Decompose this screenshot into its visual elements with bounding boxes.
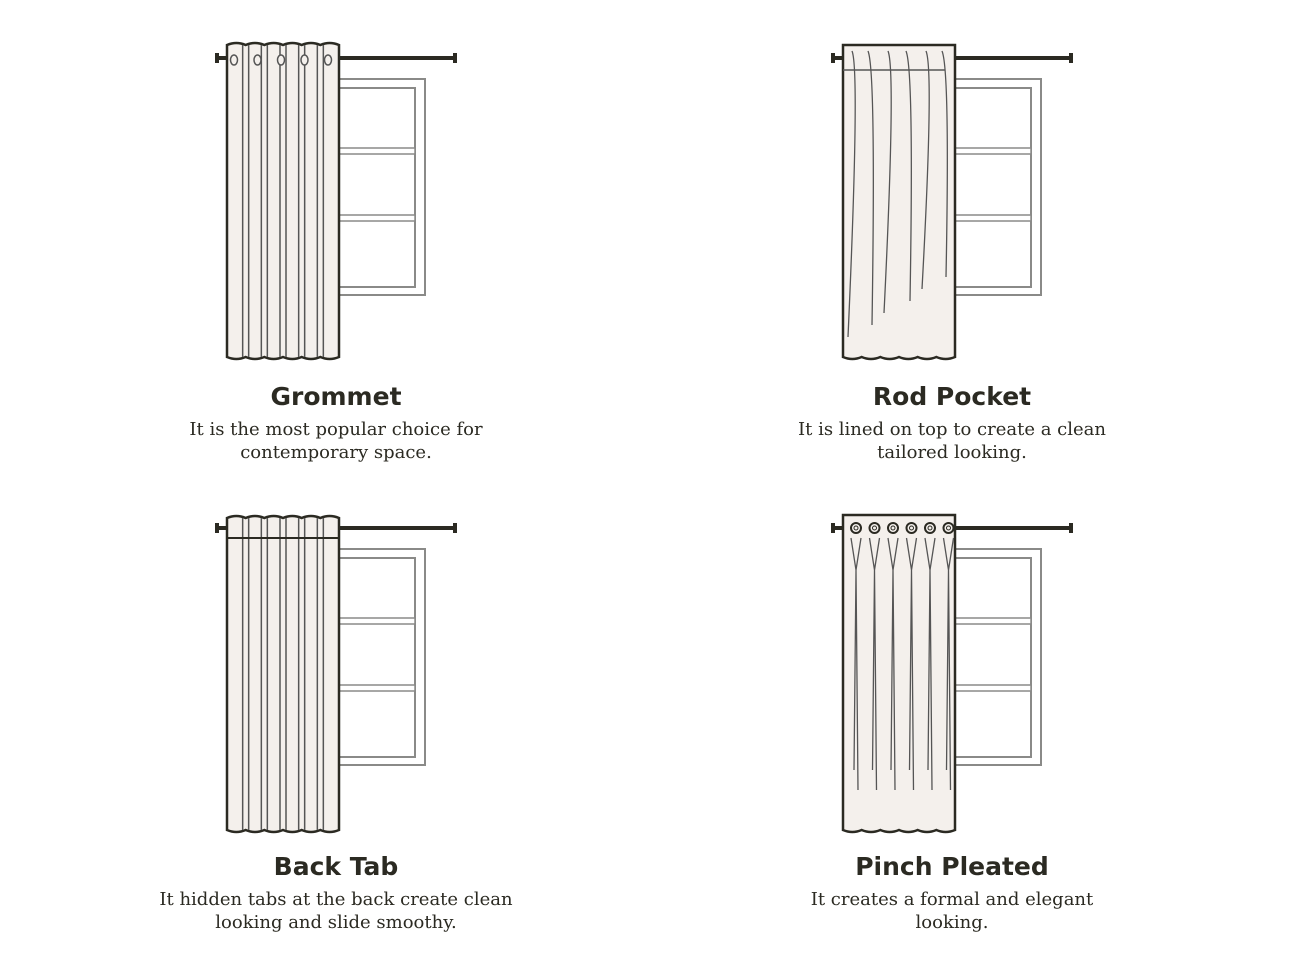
panel-back-tab: Back Tab It hidden tabs at the back crea… xyxy=(0,470,600,940)
rod-finial xyxy=(453,523,457,533)
description-line: It creates a formal and elegant xyxy=(810,889,1094,910)
curtain-ring-icon xyxy=(890,525,896,531)
curtain-panel xyxy=(225,41,341,361)
description-line: looking. xyxy=(915,912,989,933)
curtain-gather xyxy=(867,50,874,326)
curtain-ring-icon xyxy=(853,525,859,531)
pinch-pleat xyxy=(868,537,881,791)
curtain-panel xyxy=(225,514,341,834)
description-line: tailored looking. xyxy=(877,442,1027,463)
description-line: It is the most popular choice for xyxy=(189,419,483,440)
description-line: looking and slide smoothy. xyxy=(215,912,457,933)
curtain-panel xyxy=(841,43,957,361)
curtain-ring-icon xyxy=(927,525,933,531)
curtain-ring-icon xyxy=(868,522,881,534)
panel-description: It hidden tabs at the back create clean … xyxy=(0,888,672,934)
curtain-ring-icon xyxy=(909,525,914,531)
panel-pinch-pleated: Pinch Pleated It creates a formal and el… xyxy=(616,470,1216,940)
curtain-ring-icon xyxy=(924,522,936,534)
curtain-ring-icon xyxy=(905,522,918,534)
curtain-gather xyxy=(883,50,892,314)
curtain-ring-icon xyxy=(887,522,899,534)
panel-description: It creates a formal and elegant looking. xyxy=(616,888,1288,934)
curtain-ring-icon xyxy=(942,522,955,534)
panel-title: Grommet xyxy=(270,382,402,411)
panel-title: Pinch Pleated xyxy=(855,852,1049,881)
rod-finial xyxy=(1069,53,1073,63)
pinch-pleat xyxy=(850,537,862,791)
description-line: It hidden tabs at the back create clean xyxy=(159,889,513,910)
grommet-ring-icon xyxy=(300,54,309,66)
curtain-ring-icon xyxy=(946,525,951,531)
rod-finial xyxy=(453,53,457,63)
rod-finial xyxy=(831,53,835,63)
pinch-pleat xyxy=(924,537,936,791)
panel-rod-pocket: Rod Pocket It is lined on top to create … xyxy=(616,0,1216,470)
grommet-ring-icon xyxy=(229,54,239,66)
panel-grommet: Grommet It is the most popular choice fo… xyxy=(0,0,600,470)
curtain-panel xyxy=(841,513,957,834)
grommet-ring-icon xyxy=(253,54,262,66)
description-line: It is lined on top to create a clean xyxy=(798,419,1106,440)
back-tab-curtain-illustration xyxy=(215,514,457,834)
pinch-pleat xyxy=(887,537,899,791)
rod-finial xyxy=(215,523,219,533)
pinch-pleat xyxy=(905,537,918,791)
panel-title: Back Tab xyxy=(273,852,399,881)
panel-description: It is the most popular choice for contem… xyxy=(0,418,672,464)
curtain-ring-icon xyxy=(872,525,877,531)
pinch-pleat xyxy=(942,537,955,791)
rod-finial xyxy=(1069,523,1073,533)
rod-pocket-curtain-illustration xyxy=(831,43,1073,361)
curtain-gather xyxy=(921,50,930,290)
grommet-curtain-illustration xyxy=(215,41,457,361)
grommet-ring-icon xyxy=(323,54,333,66)
rod-finial xyxy=(831,523,835,533)
curtain-gather xyxy=(905,50,912,302)
curtain-gather xyxy=(941,50,948,278)
pinch-pleated-curtain-illustration xyxy=(831,513,1073,834)
curtain-ring-icon xyxy=(850,522,862,534)
description-line: contemporary space. xyxy=(240,442,432,463)
curtain-gather xyxy=(847,50,856,338)
panel-description: It is lined on top to create a clean tai… xyxy=(616,418,1288,464)
grommet-ring-icon xyxy=(276,54,286,66)
panel-title: Rod Pocket xyxy=(872,382,1032,411)
rod-finial xyxy=(215,53,219,63)
